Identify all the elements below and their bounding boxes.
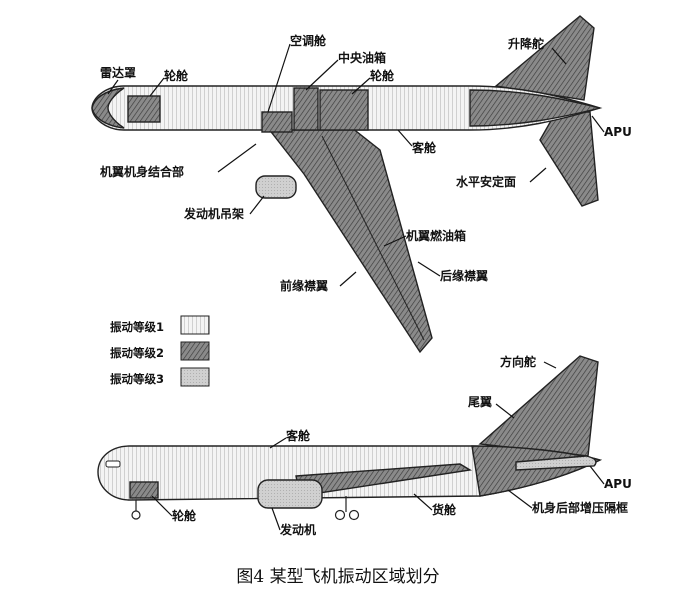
wing-fuel-tank-leader [383,235,407,247]
cargo-hold-leader [413,493,433,511]
leading-edge-flap-leader [339,271,357,287]
ac-bay-leader [267,43,291,113]
rudder-leader [543,361,557,369]
wheel-well-main-leader [351,77,371,95]
horizontal-stabilizer-label: 水平安定面 [456,174,516,189]
elevator [494,15,595,101]
elevator-leader [551,47,567,65]
wing-fuel-tank-boundary [321,135,425,341]
ac-bay-label: 空调舱 [290,33,327,48]
horizontal-stabilizer-leader [529,167,547,183]
aft-pressure-bulkhead-leader [507,489,533,509]
engine-pod-top [255,175,297,199]
nose-gear-wheel [131,510,141,520]
legend-level3-swatch [180,367,210,387]
tail-label: 尾翼 [468,395,492,409]
wing-body-junction-label: 机翼机身结合部 [100,164,184,179]
tail-cone-top [469,89,601,127]
cabin-top-leader [397,129,413,147]
side-view: 方向舵 尾翼 客舱 APU 轮舱 发动机 货舱 机身后部增压隔框 [97,354,632,537]
center-tank-leader [305,59,339,91]
wheel-well-side-leader [151,495,173,517]
aft-pressure-bulkhead-label: 机身后部增压隔框 [532,500,628,515]
horizontal-stabilizer [539,111,599,207]
wheel-well-front-label: 轮舱 [164,68,189,83]
legend: 振动等级1 振动等级2 振动等级3 [110,315,210,387]
engine-pylon-leader [249,195,265,215]
legend-level3-label: 振动等级3 [110,372,164,386]
ac-bay-zone [261,111,293,133]
leading-edge-flap-label: 前缘襟翼 [280,278,328,293]
tail-leader [495,403,515,419]
cockpit-window [105,460,121,468]
wheel-well-side-zone [129,481,159,499]
rudder-label: 方向舵 [500,354,536,369]
engine-side-leader [271,507,281,531]
radome-leader [107,79,119,95]
wheel-well-front-zone [127,95,161,123]
cabin-side-leader [269,437,287,449]
legend-level1-swatch [180,315,210,335]
cabin-top-label: 客舱 [411,140,437,155]
wheel-well-main-zone [319,89,369,131]
center-tank-label: 中央油箱 [338,50,386,65]
legend-level2-label: 振动等级2 [110,346,164,360]
main-gear-wheel-1 [334,509,346,521]
trailing-edge-flap-leader [417,261,441,277]
wing-fuel-tank-label: 机翼燃油箱 [406,228,466,243]
apu-top-label: APU [604,125,632,139]
trailing-edge-flap-label: 后缘襟翼 [440,268,488,283]
apu-top-leader [591,115,605,133]
apu-cone-side [515,455,597,471]
wheel-well-front-leader [149,77,165,97]
elevator-label: 升降舵 [508,36,544,51]
legend-level2-swatch [180,341,210,361]
cabin-side-label: 客舱 [285,428,311,443]
radome-top [91,87,125,129]
legend-level1-label: 振动等级1 [110,320,164,334]
cargo-hold-label: 货舱 [432,502,457,517]
figure-caption: 图4 某型飞机振动区域划分 [236,567,439,587]
apu-side-label: APU [604,477,632,491]
wing-body-junction-leader [217,143,257,173]
engine-side-label: 发动机 [279,522,316,537]
wheel-well-side-label: 轮舱 [172,508,197,523]
apu-side-leader [589,465,605,485]
wheel-well-main-label: 轮舱 [370,68,395,83]
engine-pylon-label: 发动机吊架 [183,206,244,221]
top-view: 雷达罩 轮舱 空调舱 中央油箱 轮舱 升降舵 APU 客舱 机翼机身结合部 水平… [91,15,632,354]
radome-label: 雷达罩 [100,65,136,80]
engine-side-zone [257,479,323,509]
main-gear-wheel-2 [348,509,360,521]
center-tank-zone [293,87,319,131]
